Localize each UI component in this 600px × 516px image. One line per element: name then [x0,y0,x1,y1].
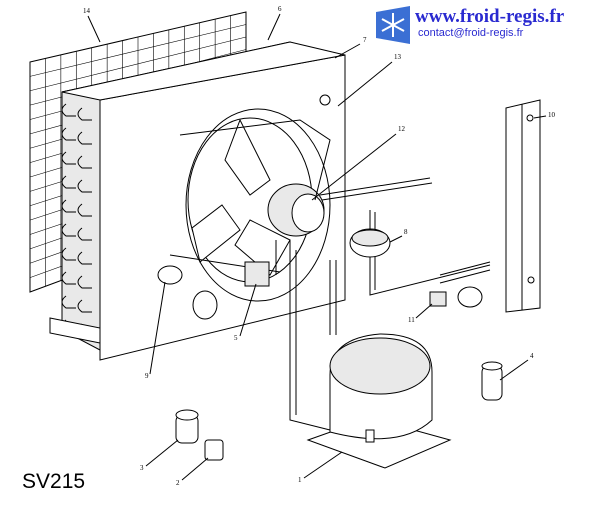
capacitor [481,361,503,401]
callout-number: 10 [548,111,556,119]
callout-part-3: 3 [140,439,179,472]
callout-part-1: 1 [298,451,343,484]
callout-part-9: 9 [145,281,166,380]
callout-leader-line [499,359,529,381]
callout-part-13: 13 [337,53,402,107]
callout-number: 11 [408,316,415,324]
service-valve [157,265,218,320]
callout-part-8: 8 [389,228,408,243]
callout-part-4: 4 [499,352,534,381]
callout-leader-line [181,457,209,481]
brand-website-link[interactable]: www.froid-regis.fr [415,6,565,27]
callout-leader-line [415,303,433,319]
callout-number: 6 [278,5,282,13]
callout-leader-line [311,133,397,201]
callout-number: 3 [140,464,144,472]
callout-part-5: 5 [234,283,257,342]
relay-valve [244,240,277,287]
thermal-protector [204,439,224,461]
callout-leader-line [267,13,281,41]
callout-number: 2 [176,479,180,487]
callout-part-11: 11 [408,303,433,324]
callout-part-12: 12 [311,125,406,201]
callout-leader-line [337,61,393,107]
callout-leader-line [149,281,166,375]
filter-fitting [429,286,483,308]
callout-leader-line [239,283,257,337]
callout-leader-line [533,115,547,119]
compressor [306,333,452,469]
callout-part-10: 10 [533,111,556,119]
mounting-rail [505,99,541,313]
callout-number: 14 [83,7,91,15]
callout-number: 4 [530,352,534,360]
callout-number: 1 [298,476,302,484]
callout-part-14: 14 [83,7,101,43]
callout-number: 12 [398,125,406,133]
start-relay [175,409,199,444]
callout-part-7: 7 [334,36,367,59]
snowflake-logo-icon [376,6,410,44]
callout-leader-line [334,43,361,59]
callout-leader-line [87,15,101,43]
callout-leader-line [145,439,179,467]
callout-part-2: 2 [176,457,209,487]
callout-number: 5 [234,334,238,342]
callout-number: 8 [404,228,408,236]
brand-email-link[interactable]: contact@froid-regis.fr [418,27,524,39]
callout-number: 13 [394,53,402,61]
callout-leader-line [389,235,403,243]
model-label: SV215 [22,470,86,493]
callout-leader-line [303,451,343,479]
pressure-switch [349,228,391,258]
callout-part-6: 6 [267,5,282,41]
callout-number: 7 [363,36,367,44]
callout-number: 9 [145,372,149,380]
